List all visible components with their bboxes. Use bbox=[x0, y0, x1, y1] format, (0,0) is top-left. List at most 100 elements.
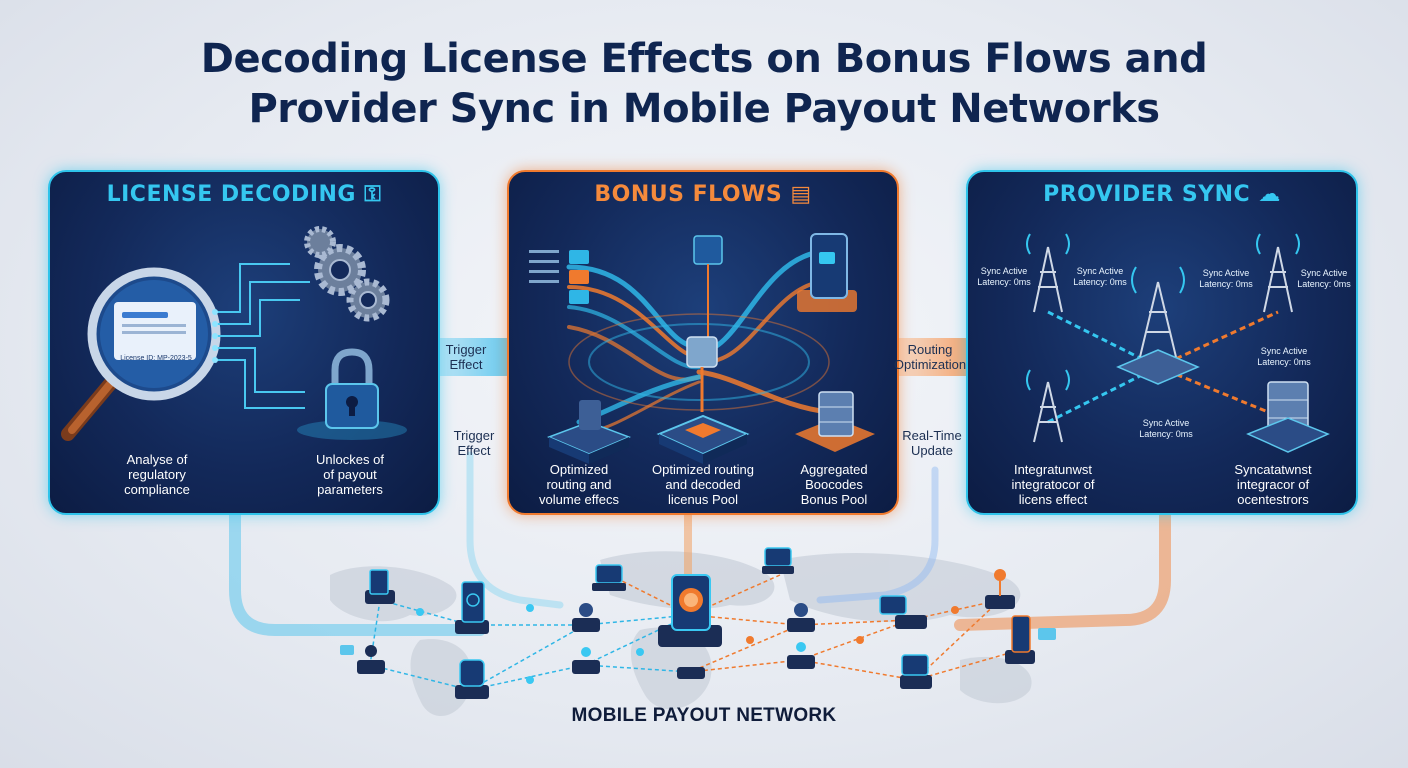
panel-bonus-flows: BONUS FLOWS ▤ Optimized routing and volu… bbox=[507, 170, 899, 515]
node-device bbox=[787, 603, 815, 632]
bonus-caption-3: Aggregated Boocodes Bonus Pool bbox=[779, 462, 889, 507]
network-links bbox=[369, 574, 1021, 691]
arrow-label-trigger-effect: Trigger Effect bbox=[424, 342, 508, 372]
caption-line: Optimized routing bbox=[652, 462, 754, 477]
network-nodes bbox=[340, 547, 1056, 699]
central-hub bbox=[686, 336, 718, 412]
phone-icon bbox=[797, 233, 857, 312]
pipe-left bbox=[229, 509, 486, 636]
node-device bbox=[365, 569, 395, 604]
node-device bbox=[572, 603, 600, 632]
sync-label: Sync Active Latency: 0ms bbox=[1194, 268, 1258, 290]
sync-latency: Latency: 0ms bbox=[1257, 357, 1311, 367]
flow-line: Optimization bbox=[893, 357, 967, 372]
caption-line: licens effect bbox=[1018, 492, 1088, 507]
provider-caption-right: Syncatatwnst integracor of ocentestrors bbox=[1208, 462, 1338, 507]
title-line-2: Provider Sync in Mobile Payout Networks bbox=[248, 86, 1160, 132]
pipe-left-inner bbox=[466, 451, 564, 609]
node-device bbox=[572, 647, 600, 674]
caption-line: and decoded bbox=[665, 477, 741, 492]
flow-line: Update bbox=[911, 443, 953, 458]
tower-icon bbox=[1131, 266, 1185, 358]
sync-latency: Latency: 0ms bbox=[1297, 279, 1351, 289]
sync-latency: Latency: 0ms bbox=[1199, 279, 1253, 289]
pedestal-center bbox=[656, 414, 750, 464]
caption-line: Syncatatwnst bbox=[1234, 462, 1312, 477]
provider-sync-title: PROVIDER SYNC ☁ bbox=[968, 182, 1356, 207]
license-caption-left: Analyse of regulatory compliance bbox=[82, 452, 232, 497]
pedestal-left bbox=[546, 400, 632, 464]
node-device bbox=[455, 581, 489, 634]
flow-line: Routing bbox=[907, 342, 953, 357]
flow-line: Effect bbox=[449, 357, 483, 372]
caption-line: regulatory bbox=[128, 467, 186, 482]
padlock-icon bbox=[297, 348, 407, 440]
provider-sync-illustration bbox=[1026, 233, 1330, 453]
circuit-lines bbox=[215, 263, 310, 409]
provider-title-text: PROVIDER SYNC bbox=[1043, 182, 1251, 207]
label-trigger-effect-below: Trigger Effect bbox=[438, 428, 510, 458]
sync-label: Sync Active Latency: 0ms bbox=[1134, 418, 1198, 440]
tower-icon bbox=[1256, 233, 1300, 313]
tower-icon bbox=[1026, 233, 1070, 313]
caption-line: parameters bbox=[317, 482, 383, 497]
caption-line: licenus Pool bbox=[667, 492, 739, 507]
sync-latency: Latency: 0ms bbox=[977, 277, 1031, 287]
node-device bbox=[900, 654, 932, 689]
key-icon: ⚿ bbox=[364, 182, 382, 207]
caption-line: Bonus Pool bbox=[800, 492, 868, 507]
node-device bbox=[985, 569, 1015, 609]
title-line-1: Decoding License Effects on Bonus Flows … bbox=[200, 36, 1208, 82]
caption-line: integracor of bbox=[1236, 477, 1310, 492]
sync-label: Sync Active Latency: 0ms bbox=[1252, 346, 1316, 368]
sync-status: Sync Active bbox=[1202, 268, 1250, 278]
caption-line: of payout bbox=[323, 467, 377, 482]
label-real-time-update: Real-Time Update bbox=[894, 428, 970, 458]
flow-line: Effect bbox=[457, 443, 491, 458]
caption-line: Analyse of bbox=[126, 452, 188, 467]
node-device bbox=[677, 667, 705, 679]
bonus-flows-illustration bbox=[529, 233, 875, 464]
bonus-title-text: BONUS FLOWS bbox=[594, 182, 783, 207]
sync-status: Sync Active bbox=[1260, 346, 1308, 356]
caption-line: compliance bbox=[124, 482, 190, 497]
node-device bbox=[1005, 615, 1056, 664]
data-stack-left bbox=[529, 250, 589, 304]
sync-label: Sync Active Latency: 0ms bbox=[1294, 268, 1354, 290]
sync-status: Sync Active bbox=[980, 266, 1028, 276]
sync-label: Sync Active Latency: 0ms bbox=[974, 266, 1034, 288]
flow-line: Trigger bbox=[445, 342, 487, 357]
caption-line: Integratunwst bbox=[1013, 462, 1093, 477]
sync-latency: Latency: 0ms bbox=[1139, 429, 1193, 439]
node-device bbox=[340, 645, 385, 674]
caption-line: routing and bbox=[546, 477, 612, 492]
panel-provider-sync: PROVIDER SYNC ☁ Sync Active Latency: 0ms… bbox=[966, 170, 1358, 515]
provider-caption-left: Integratunwst integratocor of licens eff… bbox=[988, 462, 1118, 507]
license-decoding-title: LICENSE DECODING ⚿ bbox=[50, 182, 438, 207]
sync-status: Sync Active bbox=[1300, 268, 1348, 278]
sync-latency: Latency: 0ms bbox=[1073, 277, 1127, 287]
server-icon bbox=[1246, 381, 1330, 453]
caption-line: Optimized bbox=[549, 462, 609, 477]
node-device bbox=[787, 642, 815, 669]
license-title-text: LICENSE DECODING bbox=[106, 182, 356, 207]
world-map bbox=[330, 551, 1032, 717]
bonus-flows-title: BONUS FLOWS ▤ bbox=[509, 182, 897, 207]
network-dots bbox=[416, 604, 959, 684]
flow-line: Real-Time bbox=[902, 428, 962, 443]
node-device bbox=[455, 659, 489, 699]
caption-line: Boocodes bbox=[805, 477, 863, 492]
caption-line: ocentestrors bbox=[1237, 492, 1309, 507]
caption-line: volume effecs bbox=[539, 492, 619, 507]
arrow-label-routing-optimization: Routing Optimization bbox=[876, 342, 984, 372]
license-illustration bbox=[61, 226, 407, 441]
pedestal-right bbox=[795, 391, 875, 452]
page-title: Decoding License Effects on Bonus Flows … bbox=[0, 34, 1408, 134]
node-device-central bbox=[658, 574, 722, 647]
sync-status: Sync Active bbox=[1142, 418, 1190, 428]
pipe-right bbox=[954, 509, 1171, 631]
flow-line: Trigger bbox=[453, 428, 495, 443]
circuit-dots bbox=[212, 309, 218, 363]
pipe-right-inner bbox=[816, 466, 939, 604]
